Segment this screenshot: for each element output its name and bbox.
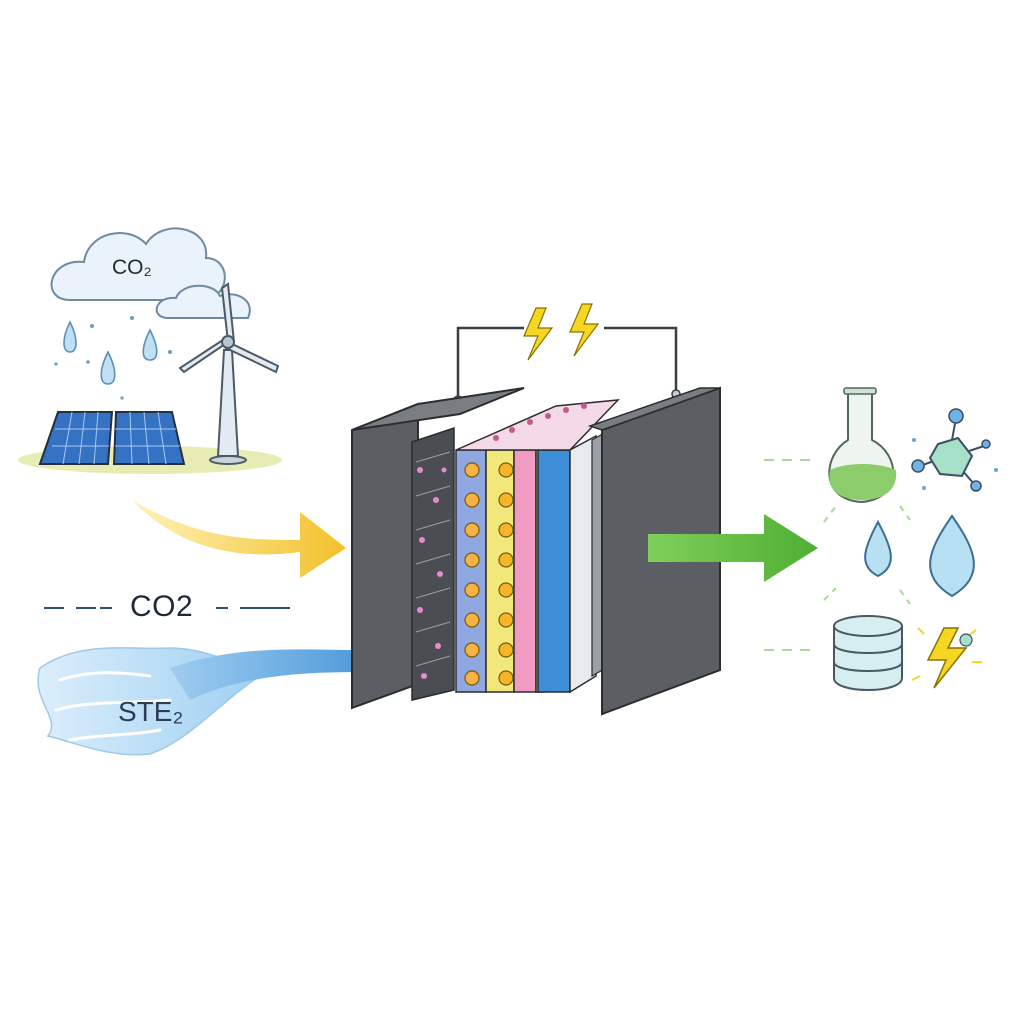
raindrop-icon (63, 320, 77, 353)
solar-panel-icon (38, 411, 186, 465)
droplet-icon (929, 514, 975, 598)
membrane-top-pattern (493, 403, 587, 441)
product-arrow (648, 514, 818, 582)
left-diffusion-layer (411, 426, 455, 701)
raindrops (63, 320, 158, 385)
flask-icon (828, 387, 897, 504)
renewable-energy-arrow (132, 500, 346, 578)
co2-stream-label: CO2 (130, 590, 194, 623)
droplet-icon (864, 519, 892, 578)
electrolyzer-stack (351, 303, 721, 716)
membrane-layers (455, 434, 597, 694)
cloud-co2-label: CO₂ (112, 256, 152, 279)
molecule-icon (911, 408, 998, 492)
lightning-icon (523, 307, 554, 361)
circuit-wires (456, 326, 678, 398)
renewable-sources (18, 227, 282, 474)
product-connectors (764, 459, 816, 651)
cloud-icon (50, 227, 226, 301)
raindrop-icon (100, 350, 116, 385)
database-icon (833, 615, 903, 691)
wind-turbine-icon (178, 282, 280, 465)
rain-dots (54, 316, 172, 400)
energy-bolt-icon (911, 627, 982, 689)
products (764, 387, 998, 691)
feed-arrow (170, 630, 408, 700)
catalyst-particles (464, 462, 514, 686)
water-stream-label: STE₂ (118, 696, 184, 727)
lightning-icon (569, 303, 600, 357)
raindrop-icon (142, 328, 158, 361)
